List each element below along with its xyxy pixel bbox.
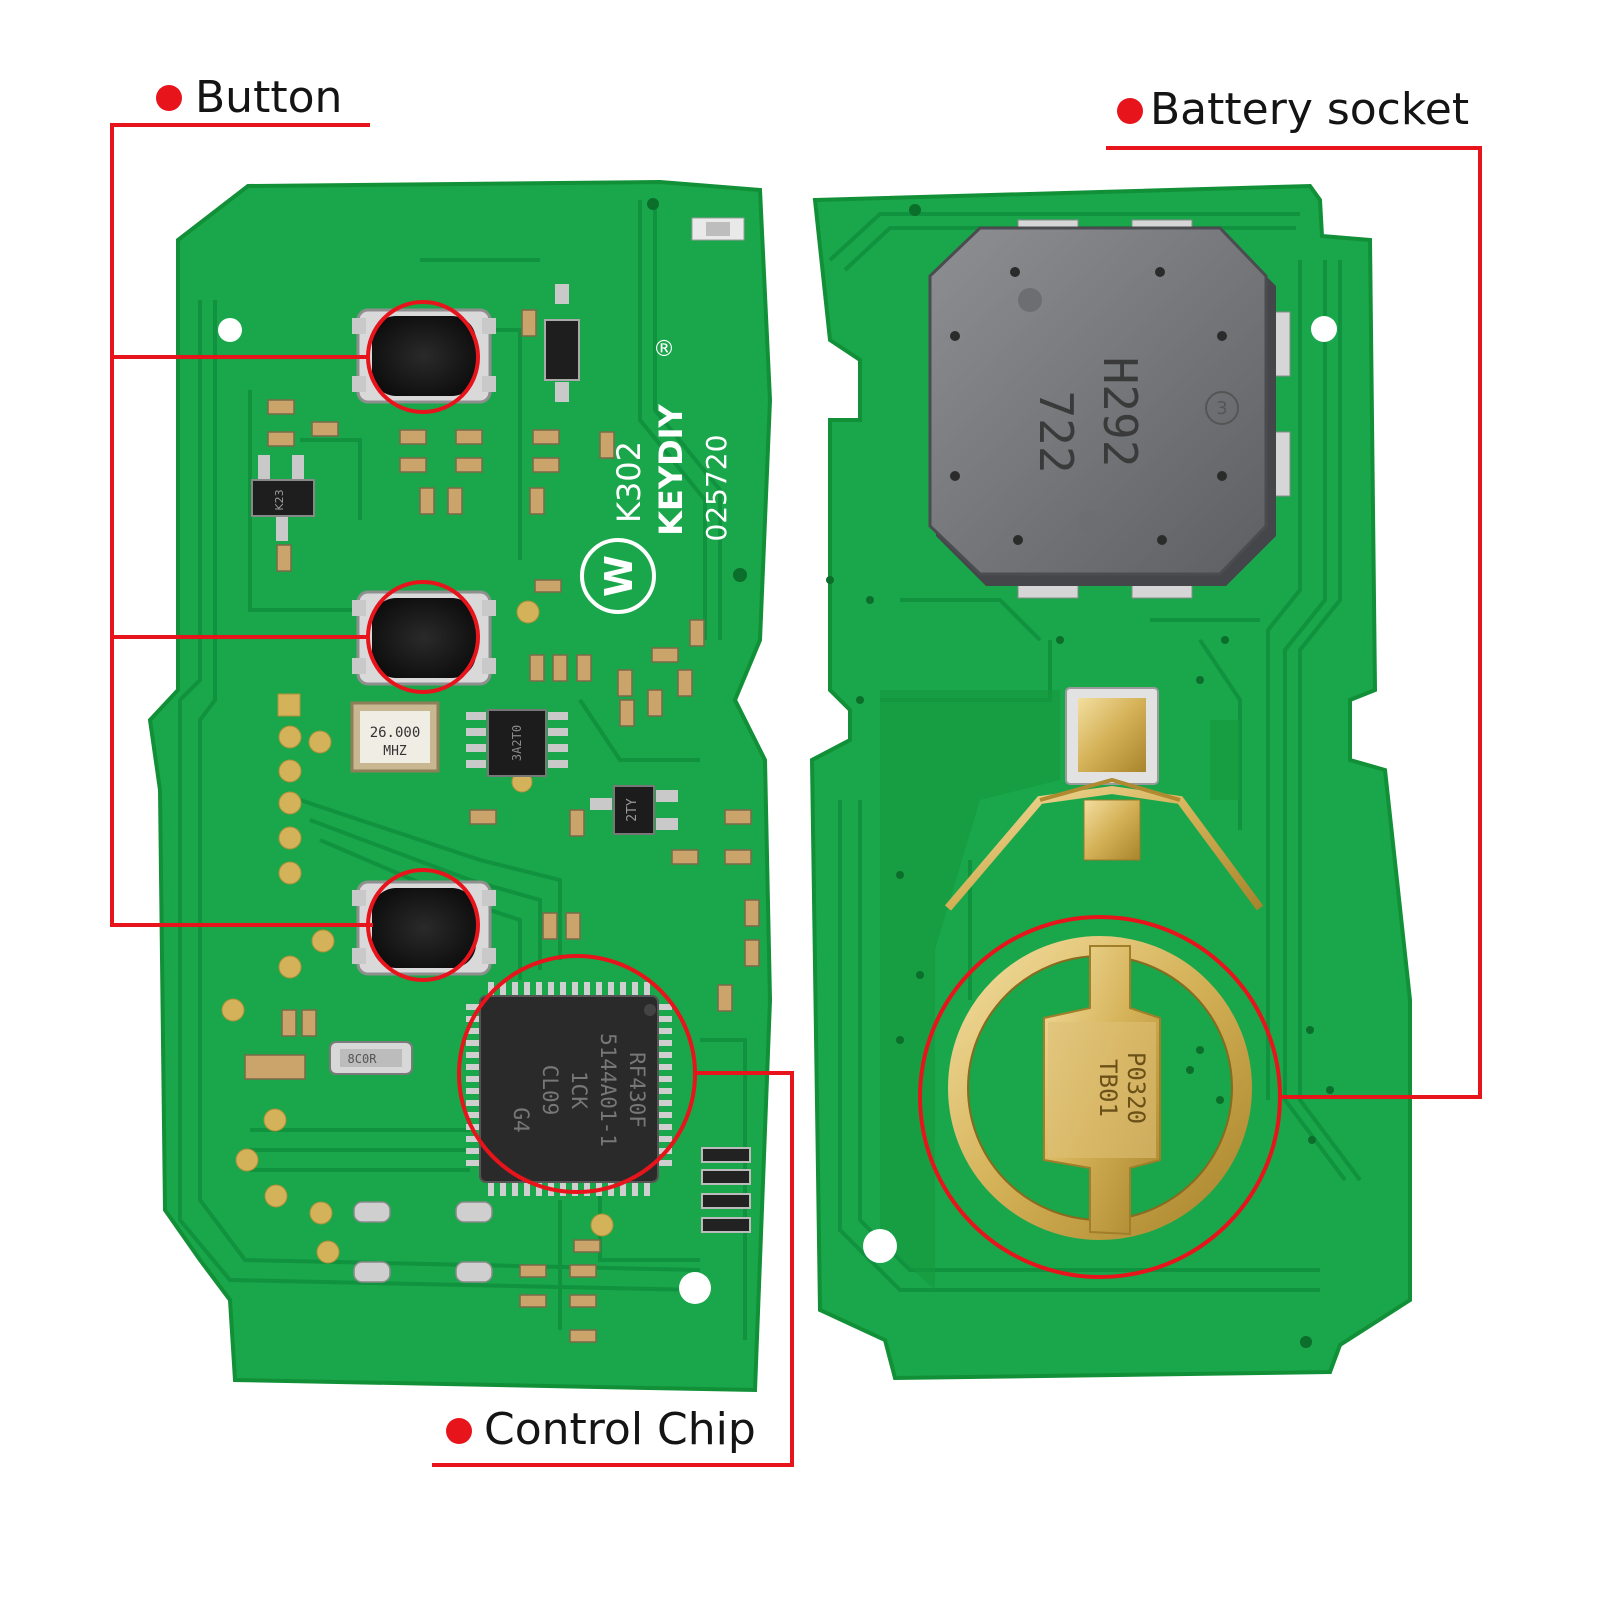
tactile-button-1[interactable] xyxy=(352,308,496,404)
transistor-marking: 2TY xyxy=(625,798,640,822)
left-board: K23 K302 KEYDIY ® 025720 W xyxy=(147,179,773,1393)
button-leader-line xyxy=(110,123,373,927)
chip-line-2: 5144A01-1 xyxy=(596,1033,620,1147)
transistor-2ty: 2TY xyxy=(590,785,678,835)
sot-marking: K23 xyxy=(273,489,286,510)
coil-pin-mark: 3 xyxy=(1216,398,1227,419)
button-highlight-3 xyxy=(366,868,480,982)
mount-hole xyxy=(863,1229,897,1263)
chip-line-1: RF430F xyxy=(625,1052,649,1128)
serial-text: 025720 xyxy=(700,435,733,542)
model-text: K302 xyxy=(610,441,648,523)
button-highlight-1 xyxy=(366,300,480,414)
battery-socket-leader-line xyxy=(1106,146,1482,1099)
battery-socket-label: Battery socket xyxy=(1150,84,1470,135)
small-crystal: 8C0R xyxy=(329,1041,413,1075)
chip-line-4: CL09 xyxy=(538,1065,562,1116)
tactile-button-3[interactable] xyxy=(352,880,496,976)
battery-socket-bullet xyxy=(1117,98,1143,124)
silkscreen: K302 KEYDIY ® 025720 W xyxy=(580,337,733,614)
small-ic: 3A2T0 xyxy=(466,709,568,777)
chip-line-3: 1CK xyxy=(567,1071,591,1109)
mount-hole xyxy=(218,318,242,342)
button-highlight-2 xyxy=(366,580,480,694)
battery-line-2: P0320 xyxy=(1122,1052,1150,1124)
control-chip-leader-line xyxy=(432,1071,794,1467)
callouts xyxy=(110,123,1482,1467)
small-crystal-marking: 8C0R xyxy=(348,1052,378,1066)
battery-contact-top xyxy=(944,687,1264,911)
control-chip-bullet xyxy=(446,1418,472,1444)
right-traces xyxy=(828,212,1362,1292)
coil-line-2: H292 xyxy=(1093,357,1147,468)
battery-socket: TB01 P0320 xyxy=(948,936,1252,1240)
coil-line-1: 722 xyxy=(1029,390,1083,473)
passive-components xyxy=(244,309,760,1343)
crystal-freq: 26.000 xyxy=(370,725,421,741)
antenna-coil: 722 H292 3 xyxy=(928,219,1291,599)
sot23-transistor: K23 xyxy=(251,455,315,541)
mount-hole xyxy=(679,1272,711,1304)
control-chip-label: Control Chip xyxy=(484,1404,756,1455)
test-pads xyxy=(221,600,614,1264)
crystal-26mhz: 26.000 MHZ xyxy=(350,701,440,773)
button-label: Button xyxy=(195,72,343,123)
crystal-unit: MHZ xyxy=(383,744,407,759)
control-chip: RF430F 5144A01-1 1CK CL09 G4 xyxy=(466,982,672,1196)
chip-line-5: G4 xyxy=(509,1107,533,1132)
brand-text: KEYDIY xyxy=(652,403,690,535)
logo-letter: W xyxy=(597,555,641,597)
mount-hole xyxy=(1311,316,1337,342)
right-board: 722 H292 3 TB01 P0320 xyxy=(809,183,1412,1381)
tactile-button-2[interactable] xyxy=(352,590,496,686)
registered-mark: ® xyxy=(653,337,675,362)
ic-marking: 3A2T0 xyxy=(510,725,524,761)
logo-circle xyxy=(580,538,656,614)
battery-line-1: TB01 xyxy=(1094,1059,1122,1117)
button-bullet xyxy=(156,85,182,111)
